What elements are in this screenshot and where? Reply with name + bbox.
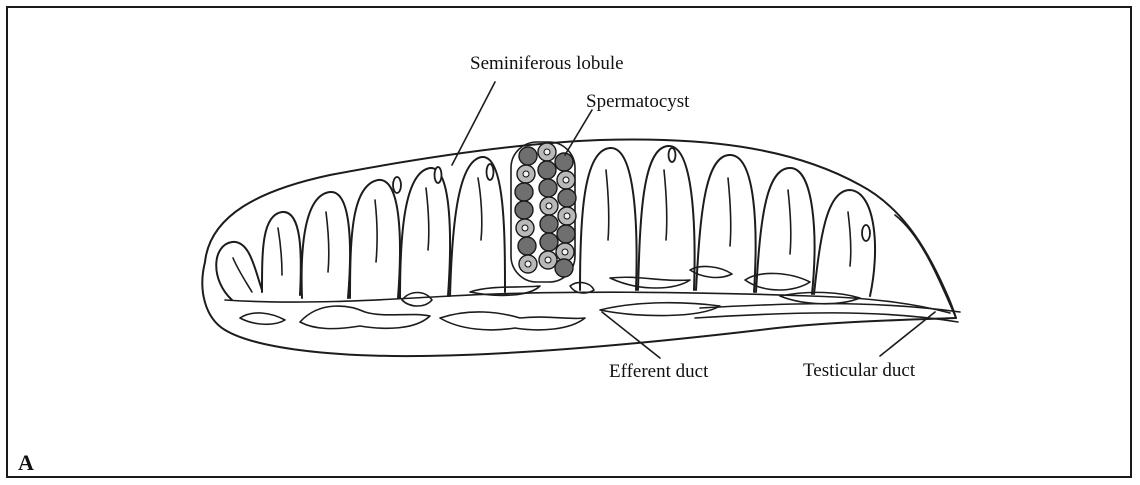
spermatocyst-cell [555, 259, 573, 277]
spermatocyst-cell [515, 183, 533, 201]
testis-capsule [202, 139, 956, 356]
spermatocyst-cell [539, 179, 557, 197]
lobule-opening [487, 164, 494, 180]
spermatocyst-group [511, 142, 576, 282]
lobule-opening [435, 167, 442, 183]
spermatocyst-cell [519, 147, 537, 165]
spermatocyst-cell [557, 225, 575, 243]
lobule-opening [669, 148, 676, 162]
leader-seminiferous-lobule [452, 82, 495, 165]
leader-efferent-duct [602, 312, 660, 358]
efferent-duct-network [240, 267, 860, 330]
spermatocyst-cell [555, 153, 573, 171]
spermatocyst-cell [540, 215, 558, 233]
lobule-opening [393, 177, 401, 193]
lobule [302, 192, 350, 298]
testicular-duct-line-2 [695, 313, 958, 322]
label-spermatocyst: Spermatocyst [586, 91, 690, 112]
panel-letter: A [18, 450, 34, 475]
label-efferent-duct: Efferent duct [609, 361, 709, 382]
leader-spermatocyst [565, 110, 592, 155]
lobule [400, 168, 450, 298]
testicular-duct-line-1 [700, 304, 960, 312]
label-seminiferous-lobule: Seminiferous lobule [470, 53, 624, 74]
spermatocyst-cell [515, 201, 533, 219]
leader-testicular-duct [880, 312, 935, 356]
lobule-opening [862, 225, 870, 241]
spermatocyst-cell [558, 189, 576, 207]
label-testicular-duct: Testicular duct [803, 360, 916, 381]
lobule [350, 180, 400, 298]
spermatocyst-cell [538, 161, 556, 179]
spermatocyst-cell [518, 237, 536, 255]
lobule [814, 190, 875, 296]
spermatocyst-cell [540, 233, 558, 251]
testicular-duct-curve [895, 215, 956, 318]
